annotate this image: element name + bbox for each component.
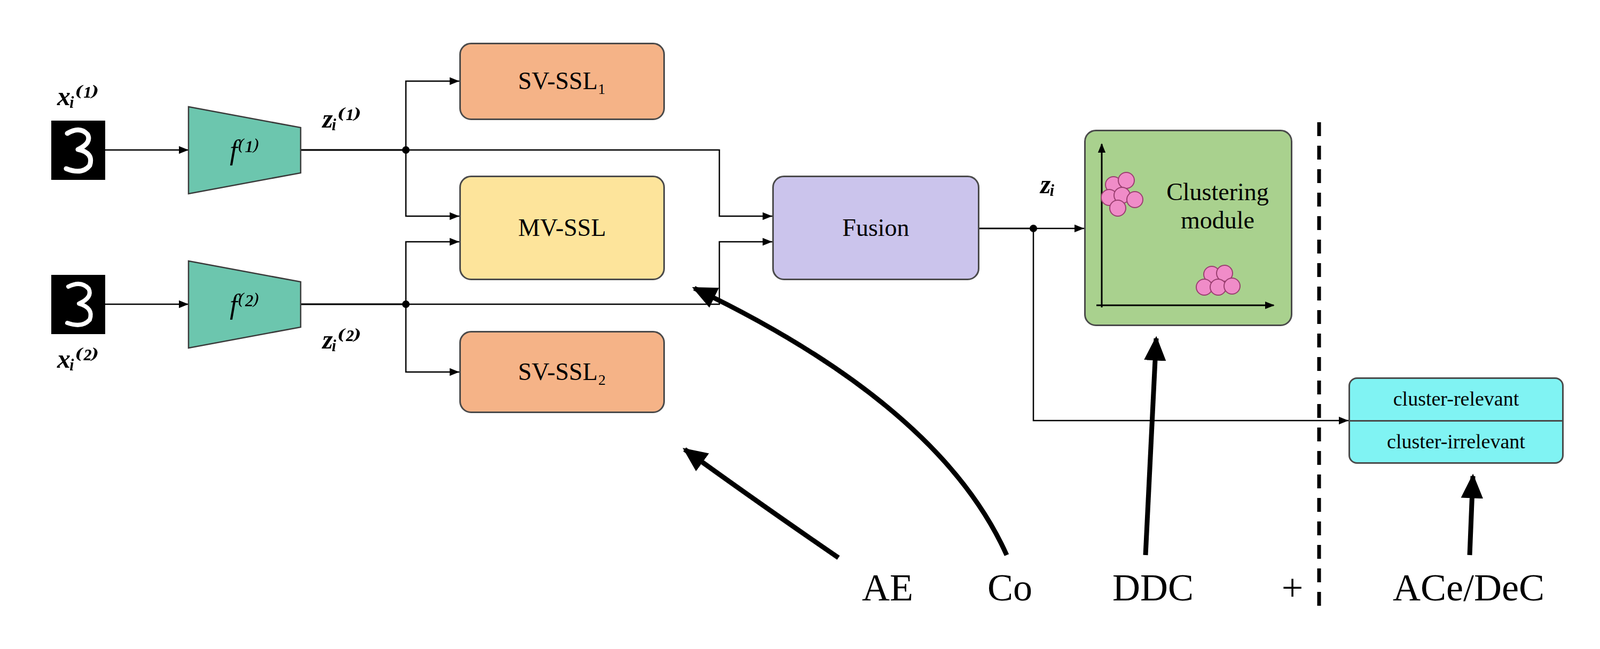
mnist-digit-image xyxy=(51,275,106,335)
variable-label: zᵢ xyxy=(1040,169,1056,200)
module-label: Clustering module xyxy=(1149,178,1286,235)
trapezoid-shape xyxy=(188,261,301,349)
cluster-point xyxy=(1109,200,1126,217)
plot-axis xyxy=(1096,304,1274,307)
variable-label: zᵢ⁽¹⁾ xyxy=(322,104,362,134)
variable-label: xᵢ⁽²⁾ xyxy=(57,344,99,374)
branch-dot xyxy=(402,146,410,154)
leader-arrow xyxy=(694,288,1007,556)
connector-arrow xyxy=(300,81,460,151)
connector-arrow xyxy=(300,150,460,217)
box-label: Fusion xyxy=(842,214,909,243)
encoder-label: f⁽¹⁾ xyxy=(229,134,260,167)
clustering-module: Clustering module xyxy=(1084,129,1293,327)
method-label: AE xyxy=(861,567,914,610)
encoder-label: f⁽²⁾ xyxy=(229,288,260,321)
cluster-point xyxy=(1126,191,1143,208)
plus-sign: + xyxy=(1281,567,1304,610)
cluster-point xyxy=(1224,278,1241,295)
method-label: DDC xyxy=(1112,567,1194,610)
box-label: SV-SSL₁ xyxy=(518,67,607,96)
variable-label: zᵢ⁽²⁾ xyxy=(322,325,362,355)
leader-arrow xyxy=(684,449,839,559)
section-label: cluster-relevant xyxy=(1393,387,1520,412)
input-arrow xyxy=(105,303,189,306)
method-label: ACe/DeC xyxy=(1392,567,1545,610)
box-section: cluster-irrelevant xyxy=(1350,421,1563,464)
box-section: cluster-relevant xyxy=(1350,379,1563,422)
method-label: Co xyxy=(987,567,1033,610)
branch-dot xyxy=(1029,224,1038,233)
cluster-point xyxy=(1118,172,1135,189)
process-box: SV-SSL₂ xyxy=(459,331,665,414)
process-box: Fusion xyxy=(772,175,980,281)
digit-stroke xyxy=(66,129,91,171)
process-box: MV-SSL xyxy=(459,175,665,281)
mnist-digit-image xyxy=(51,120,106,180)
box-label: SV-SSL₂ xyxy=(518,358,607,387)
encoder-trapezoid: f⁽²⁾ xyxy=(188,261,301,349)
connector-arrow xyxy=(300,241,460,305)
process-box: SV-SSL₁ xyxy=(459,42,665,121)
section-label: cluster-irrelevant xyxy=(1386,430,1526,454)
leader-arrow xyxy=(1469,476,1473,556)
input-arrow xyxy=(105,149,189,152)
connector-arrow xyxy=(300,304,460,373)
digit-stroke xyxy=(67,284,91,326)
plot-axis xyxy=(1101,144,1103,308)
branch-dot xyxy=(402,300,410,309)
split-box: cluster-relevant cluster-irrelevant xyxy=(1348,377,1564,465)
encoder-trapezoid: f⁽¹⁾ xyxy=(188,106,301,194)
variable-label: xᵢ⁽¹⁾ xyxy=(57,81,99,112)
box-label: MV-SSL xyxy=(518,214,606,243)
leader-arrow xyxy=(1145,338,1157,556)
trapezoid-shape xyxy=(188,106,301,194)
dashed-separator xyxy=(1317,122,1322,615)
